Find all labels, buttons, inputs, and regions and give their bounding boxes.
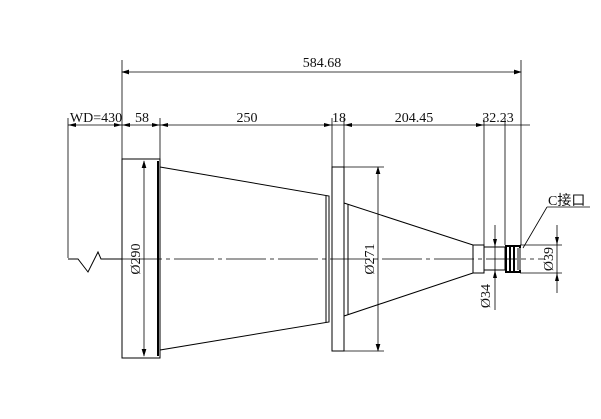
segment-250-label: 250 xyxy=(237,111,258,126)
diameter-39-label: Ø39 xyxy=(542,247,557,271)
segment-32-label: 32.23 xyxy=(482,111,514,126)
segment-18-label: 18 xyxy=(332,111,346,126)
diameter-290-label: Ø290 xyxy=(129,243,144,274)
wd-break-line xyxy=(68,250,122,273)
segment-58-label: 58 xyxy=(135,111,149,126)
lens-body xyxy=(121,158,521,359)
c-mount xyxy=(505,245,521,273)
diameter-271-dimension: Ø271 xyxy=(344,166,384,352)
c-mount-label: C接口 xyxy=(548,192,585,209)
diameter-34-label: Ø34 xyxy=(479,284,494,308)
segment-204-label: 204.45 xyxy=(395,111,434,126)
diameter-34-dimension: Ø34 xyxy=(479,225,497,310)
diameter-271-label: Ø271 xyxy=(363,243,378,274)
segment-dimensions: WD=430 58 250 18 204.45 32.23 xyxy=(67,111,530,258)
c-mount-callout: C接口 xyxy=(522,192,590,249)
diameter-39-dimension: Ø39 xyxy=(520,225,562,293)
overall-length-dimension: 584.68 xyxy=(121,56,522,245)
diameter-290-dimension: Ø290 xyxy=(129,160,147,357)
wd-label: WD=430 xyxy=(70,111,122,126)
overall-length-label: 584.68 xyxy=(303,56,342,71)
